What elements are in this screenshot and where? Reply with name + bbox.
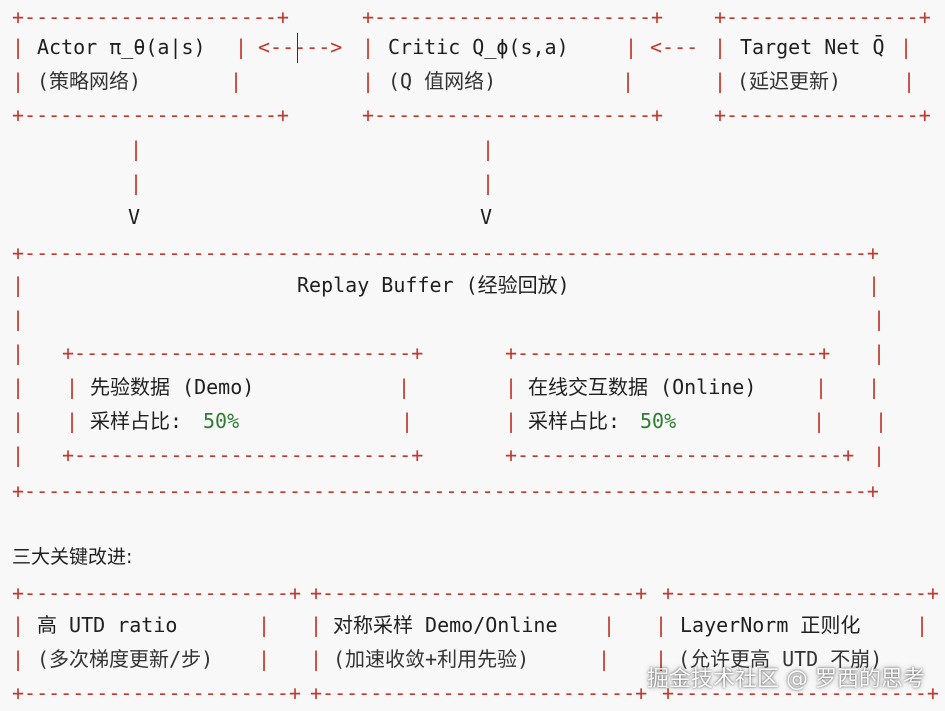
actor-box-right-border-2: | bbox=[230, 69, 243, 93]
improvement-utd-subtitle: (多次梯度更新/步) bbox=[37, 647, 214, 671]
sym-box-left-border-2: | bbox=[310, 647, 323, 671]
watermark: 掘金技术社区 @ 罗西的思考 bbox=[647, 667, 925, 692]
connector-line: | bbox=[482, 171, 495, 195]
online-ratio-label: 采样占比: bbox=[528, 409, 633, 433]
replay-buffer-title: Replay Buffer (经验回放) bbox=[297, 273, 570, 297]
demo-title: 先验数据 (Demo) bbox=[90, 375, 255, 399]
ln-box-top-border: +---------------------+ bbox=[662, 581, 939, 605]
online-ratio-value: 50% bbox=[640, 409, 677, 433]
online-box-left-border: | bbox=[505, 375, 518, 399]
target-box-top-border: +----------------+ bbox=[714, 5, 931, 29]
critic-box-right-border: | bbox=[625, 35, 638, 59]
critic-title: Critic Q_ϕ(s,a) bbox=[388, 35, 569, 59]
utd-box-right-border-2: | bbox=[258, 647, 271, 671]
demo-ratio-value: 50% bbox=[203, 409, 240, 433]
ln-box-left-border: | bbox=[655, 613, 668, 637]
connector-arrowhead: V bbox=[128, 205, 141, 229]
buffer-top-border: +---------------------------------------… bbox=[12, 241, 879, 265]
sym-box-right-border-2: | bbox=[598, 647, 611, 671]
improvement-symmetric-title: 对称采样 Demo/Online bbox=[333, 613, 558, 637]
buffer-right-border: | bbox=[873, 341, 886, 365]
buffer-left-border: | bbox=[12, 443, 25, 467]
online-box-right-border: | bbox=[813, 409, 826, 433]
critic-box-left-border-2: | bbox=[362, 69, 375, 93]
online-box-top-border: +-------------------------+ bbox=[505, 341, 831, 365]
buffer-left-border: | bbox=[12, 409, 25, 433]
buffer-bottom-border: +---------------------------------------… bbox=[12, 479, 879, 503]
online-box-bottom-border: +---------------------------+ bbox=[505, 443, 855, 467]
connector-line: | bbox=[482, 137, 495, 161]
connector-arrowhead: V bbox=[480, 205, 493, 229]
actor-box-right-border: | bbox=[235, 35, 248, 59]
improvement-utd-title: 高 UTD ratio bbox=[37, 613, 178, 637]
actor-box-top-border: +---------------------+ bbox=[12, 5, 289, 29]
improvement-layernorm-subtitle: (允许更高 UTD 不崩) bbox=[678, 647, 883, 671]
buffer-left-border: | bbox=[12, 273, 25, 297]
demo-box-right-border: | bbox=[398, 375, 411, 399]
ln-box-right-border: | bbox=[916, 613, 929, 637]
actor-box-left-border: | bbox=[12, 35, 25, 59]
online-title: 在线交互数据 (Online) bbox=[528, 375, 757, 399]
ln-box-left-border-2: | bbox=[655, 647, 668, 671]
demo-box-left-border: | bbox=[66, 409, 79, 433]
buffer-left-border: | bbox=[12, 307, 25, 331]
critic-subtitle: (Q 值网络) bbox=[388, 69, 497, 93]
actor-box-left-border-2: | bbox=[12, 69, 25, 93]
buffer-right-border: | bbox=[868, 375, 881, 399]
arrow-actor-critic: <-----> bbox=[258, 35, 343, 59]
connector-line: | bbox=[130, 171, 143, 195]
critic-box-bottom-border: +-----------------------+ bbox=[362, 103, 664, 127]
connector-line: | bbox=[130, 137, 143, 161]
sym-box-left-border: | bbox=[310, 613, 323, 637]
critic-box-top-border: +-----------------------+ bbox=[362, 5, 664, 29]
utd-box-left-border: | bbox=[12, 613, 25, 637]
critic-box-left-border: | bbox=[362, 35, 375, 59]
arrow-target-critic: <--- bbox=[650, 35, 699, 59]
buffer-left-border: | bbox=[12, 375, 25, 399]
ln-box-bottom-border: +---------------------+ bbox=[662, 681, 939, 705]
improvements-heading: 三大关键改进: bbox=[12, 546, 133, 568]
utd-box-right-border: | bbox=[258, 613, 271, 637]
demo-ratio-label: 采样占比: bbox=[90, 409, 195, 433]
sym-box-bottom-border: +--------------------------+ bbox=[310, 681, 648, 705]
utd-box-left-border-2: | bbox=[12, 647, 25, 671]
utd-box-bottom-border: +----------------------+ bbox=[12, 681, 301, 705]
online-box-left-border: | bbox=[505, 409, 518, 433]
sym-box-right-border: | bbox=[603, 613, 616, 637]
actor-subtitle: (策略网络) bbox=[37, 69, 142, 93]
buffer-right-border: | bbox=[873, 443, 886, 467]
target-box-left-border-2: | bbox=[714, 69, 727, 93]
target-subtitle: (延迟更新) bbox=[737, 69, 842, 93]
target-box-right-border-2: | bbox=[903, 69, 916, 93]
actor-box-bottom-border: +---------------------+ bbox=[12, 103, 289, 127]
buffer-right-border: | bbox=[875, 409, 888, 433]
critic-box-right-border-2: | bbox=[622, 69, 635, 93]
demo-box-top-border: +----------------------------+ bbox=[62, 341, 424, 365]
demo-box-right-border: | bbox=[401, 409, 414, 433]
text-cursor bbox=[297, 33, 298, 63]
buffer-right-border: | bbox=[873, 307, 886, 331]
improvement-symmetric-subtitle: (加速收敛+利用先验) bbox=[333, 647, 530, 671]
utd-box-top-border: +----------------------+ bbox=[12, 581, 301, 605]
demo-box-left-border: | bbox=[66, 375, 79, 399]
target-title: Target Net Q̄ bbox=[740, 35, 885, 59]
sym-box-top-border: +--------------------------+ bbox=[310, 581, 648, 605]
target-box-left-border: | bbox=[714, 35, 727, 59]
buffer-left-border: | bbox=[12, 341, 25, 365]
demo-box-bottom-border: +----------------------------+ bbox=[62, 443, 424, 467]
buffer-right-border: | bbox=[868, 273, 881, 297]
target-box-bottom-border: +----------------+ bbox=[714, 103, 931, 127]
target-box-right-border: | bbox=[900, 35, 913, 59]
online-box-right-border: | bbox=[815, 375, 828, 399]
actor-title: Actor π_θ(a|s) bbox=[37, 35, 206, 59]
improvement-layernorm-title: LayerNorm 正则化 bbox=[680, 613, 861, 637]
